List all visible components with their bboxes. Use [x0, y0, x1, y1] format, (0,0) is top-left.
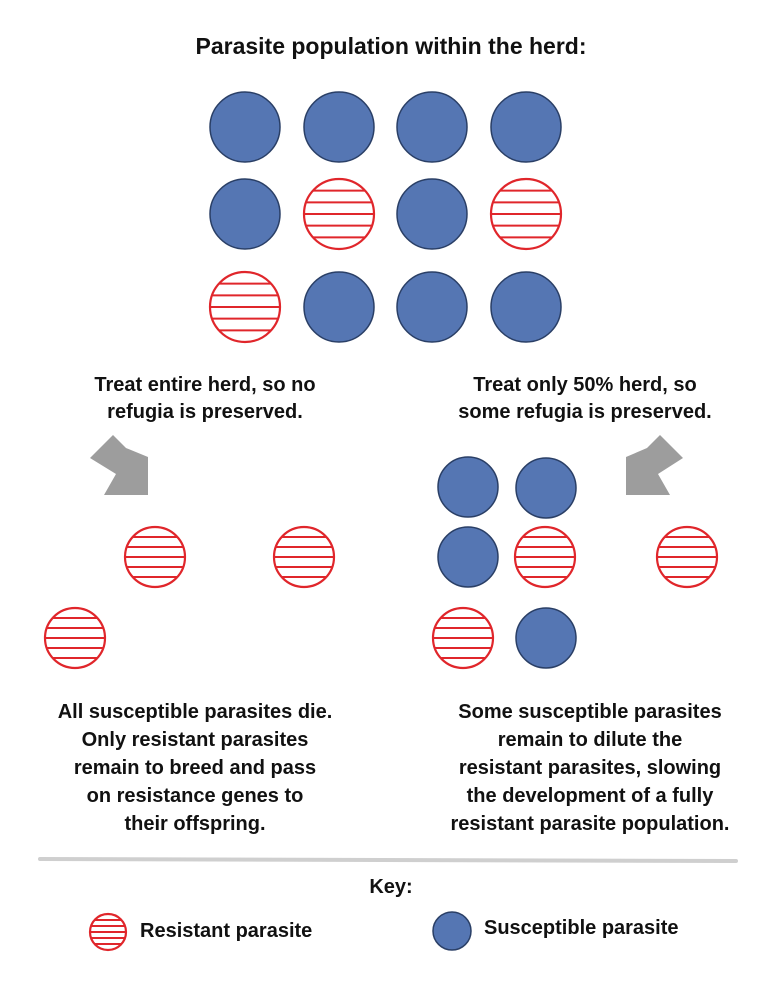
left-result-parasites — [43, 525, 336, 670]
resistant-parasite-icon — [655, 525, 719, 589]
page-title: Parasite population within the herd: — [195, 33, 587, 59]
susceptible-parasite-icon — [209, 91, 281, 163]
key-resistant-label: Resistant parasite — [140, 920, 313, 942]
right-result-parasites — [431, 456, 719, 670]
resistant-parasite-icon — [431, 606, 495, 670]
susceptible-parasite-icon — [303, 91, 375, 163]
resistant-parasite-icon — [88, 912, 128, 952]
susceptible-parasite-icon — [490, 91, 562, 163]
key-susceptible-label: Susceptible parasite — [484, 917, 679, 939]
resistant-parasite-icon — [208, 270, 282, 344]
susceptible-parasite-icon — [437, 456, 499, 518]
left-arrow — [90, 435, 148, 495]
resistant-parasite-icon — [123, 525, 187, 589]
left-treatment-text: Treat entire herd, so no refugia is pres… — [94, 374, 316, 423]
key-title: Key: — [369, 876, 413, 898]
susceptible-parasite-icon — [396, 91, 468, 163]
resistant-parasite-icon — [489, 177, 563, 251]
susceptible-parasite-icon — [432, 911, 472, 951]
divider-line — [38, 857, 738, 863]
susceptible-parasite-icon — [396, 271, 468, 343]
susceptible-parasite-icon — [490, 271, 562, 343]
susceptible-parasite-icon — [515, 457, 577, 519]
resistant-parasite-icon — [272, 525, 336, 589]
resistant-parasite-icon — [513, 525, 577, 589]
susceptible-parasite-icon — [437, 526, 499, 588]
susceptible-parasite-icon — [515, 607, 577, 669]
right-outcome-text: Some susceptible parasites remain to dil… — [450, 701, 730, 835]
susceptible-parasite-icon — [303, 271, 375, 343]
susceptible-parasite-icon — [396, 178, 468, 250]
right-treatment-text: Treat only 50% herd, so some refugia is … — [458, 374, 712, 423]
resistant-parasite-icon — [43, 606, 107, 670]
resistant-parasite-icon — [302, 177, 376, 251]
susceptible-parasite-icon — [209, 178, 281, 250]
left-outcome-text: All susceptible parasites die. Only resi… — [57, 701, 333, 835]
key-icons — [88, 911, 472, 952]
herd-parasite-grid — [208, 91, 563, 344]
right-arrow — [626, 435, 683, 495]
